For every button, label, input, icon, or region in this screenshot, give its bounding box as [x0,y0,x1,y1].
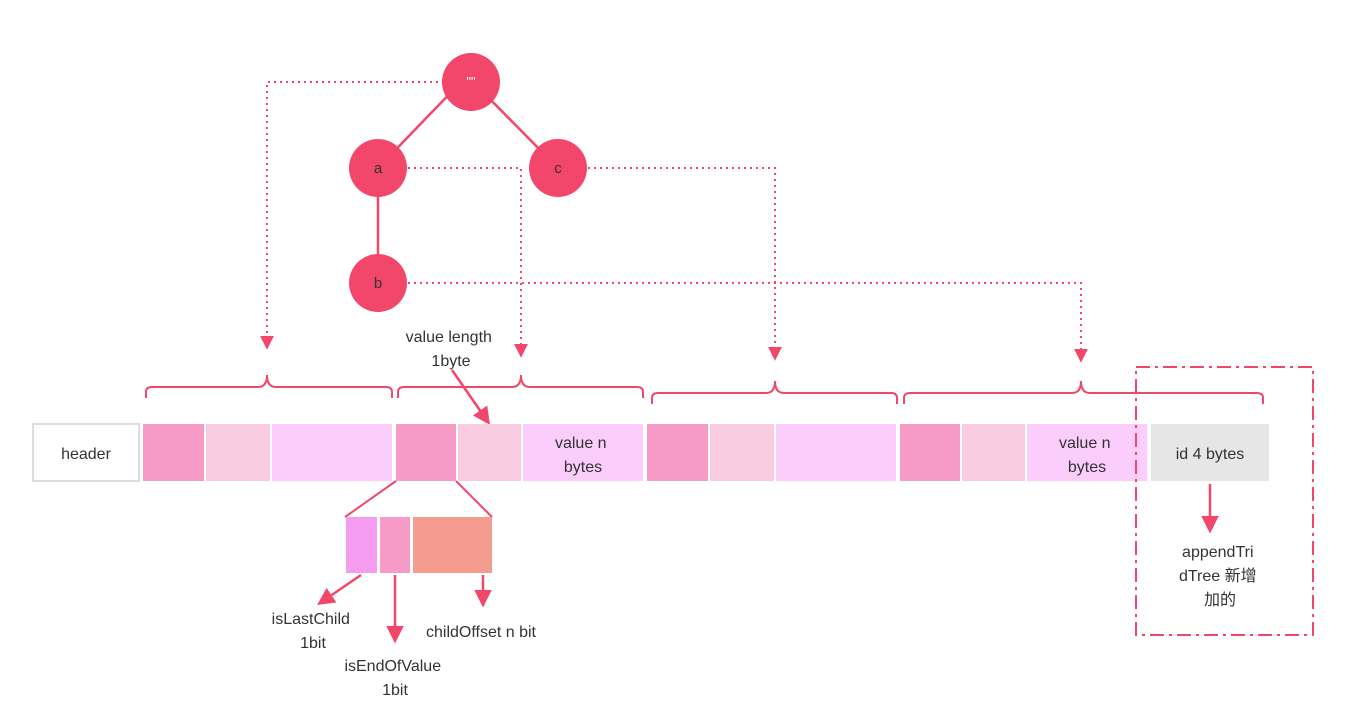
node-c: c [529,139,587,197]
node-root-label: "" [466,74,476,89]
node-a-label: a [374,160,383,177]
is-last-child-label: isLastChild 1bit [272,611,355,652]
node-root: "" [442,53,500,111]
byte-strip: header value n bytes value n bytes id 4 … [32,423,1269,482]
node-c-label: c [554,160,562,177]
bit-is-last-child [346,517,377,573]
record-4-value-label: value n bytes [1059,435,1115,476]
child-offset-label: childOffset n bit [426,624,537,641]
record-4-flag-byte [900,424,960,481]
tree-nodes: "" a c b [349,53,587,312]
expansion-line-left [344,480,397,518]
bits-child-offset [413,517,492,573]
record-4-length-byte [962,424,1025,481]
brace-record-4 [903,380,1264,404]
append-note: appendTri dTree 新增 加的 [1179,544,1261,609]
connector-a [408,167,528,358]
id-block [1151,424,1269,481]
node-b: b [349,254,407,312]
dotted-connectors [260,81,1088,363]
record-1-length-byte [206,424,270,481]
bit-is-end-of-value [380,517,410,573]
record-2-flag-byte [396,424,456,481]
record-1-flag-byte [143,424,204,481]
header-block [32,423,140,482]
value-length-label: value length 1byte [406,329,497,370]
connector-c [588,167,782,361]
brace-record-2 [397,374,644,398]
record-2-value-bytes [523,424,643,481]
value-length-arrow [450,369,490,425]
brace-record-3 [651,380,898,404]
flag-byte-expansion [317,480,493,644]
header-label: header [61,446,111,463]
record-2-value-label: value n bytes [555,435,611,476]
brace-record-1 [145,374,393,398]
record-braces [145,374,1264,404]
record-1-value-bytes [272,424,392,481]
record-2-length-byte [458,424,521,481]
expansion-line-right [455,480,493,518]
record-3-value-bytes [776,424,896,481]
record-3-length-byte [710,424,774,481]
connector-root [260,81,444,350]
id-block-label: id 4 bytes [1176,446,1244,463]
node-a: a [349,139,407,197]
record-4-value-bytes [1027,424,1147,481]
is-last-child-arrow [317,573,362,605]
connector-b [408,282,1088,363]
tree-edges [376,81,559,283]
record-3-flag-byte [647,424,708,481]
node-b-label: b [374,275,382,292]
append-highlight-box [1135,366,1314,636]
is-end-of-value-label: isEndOfValue 1bit [344,658,445,699]
